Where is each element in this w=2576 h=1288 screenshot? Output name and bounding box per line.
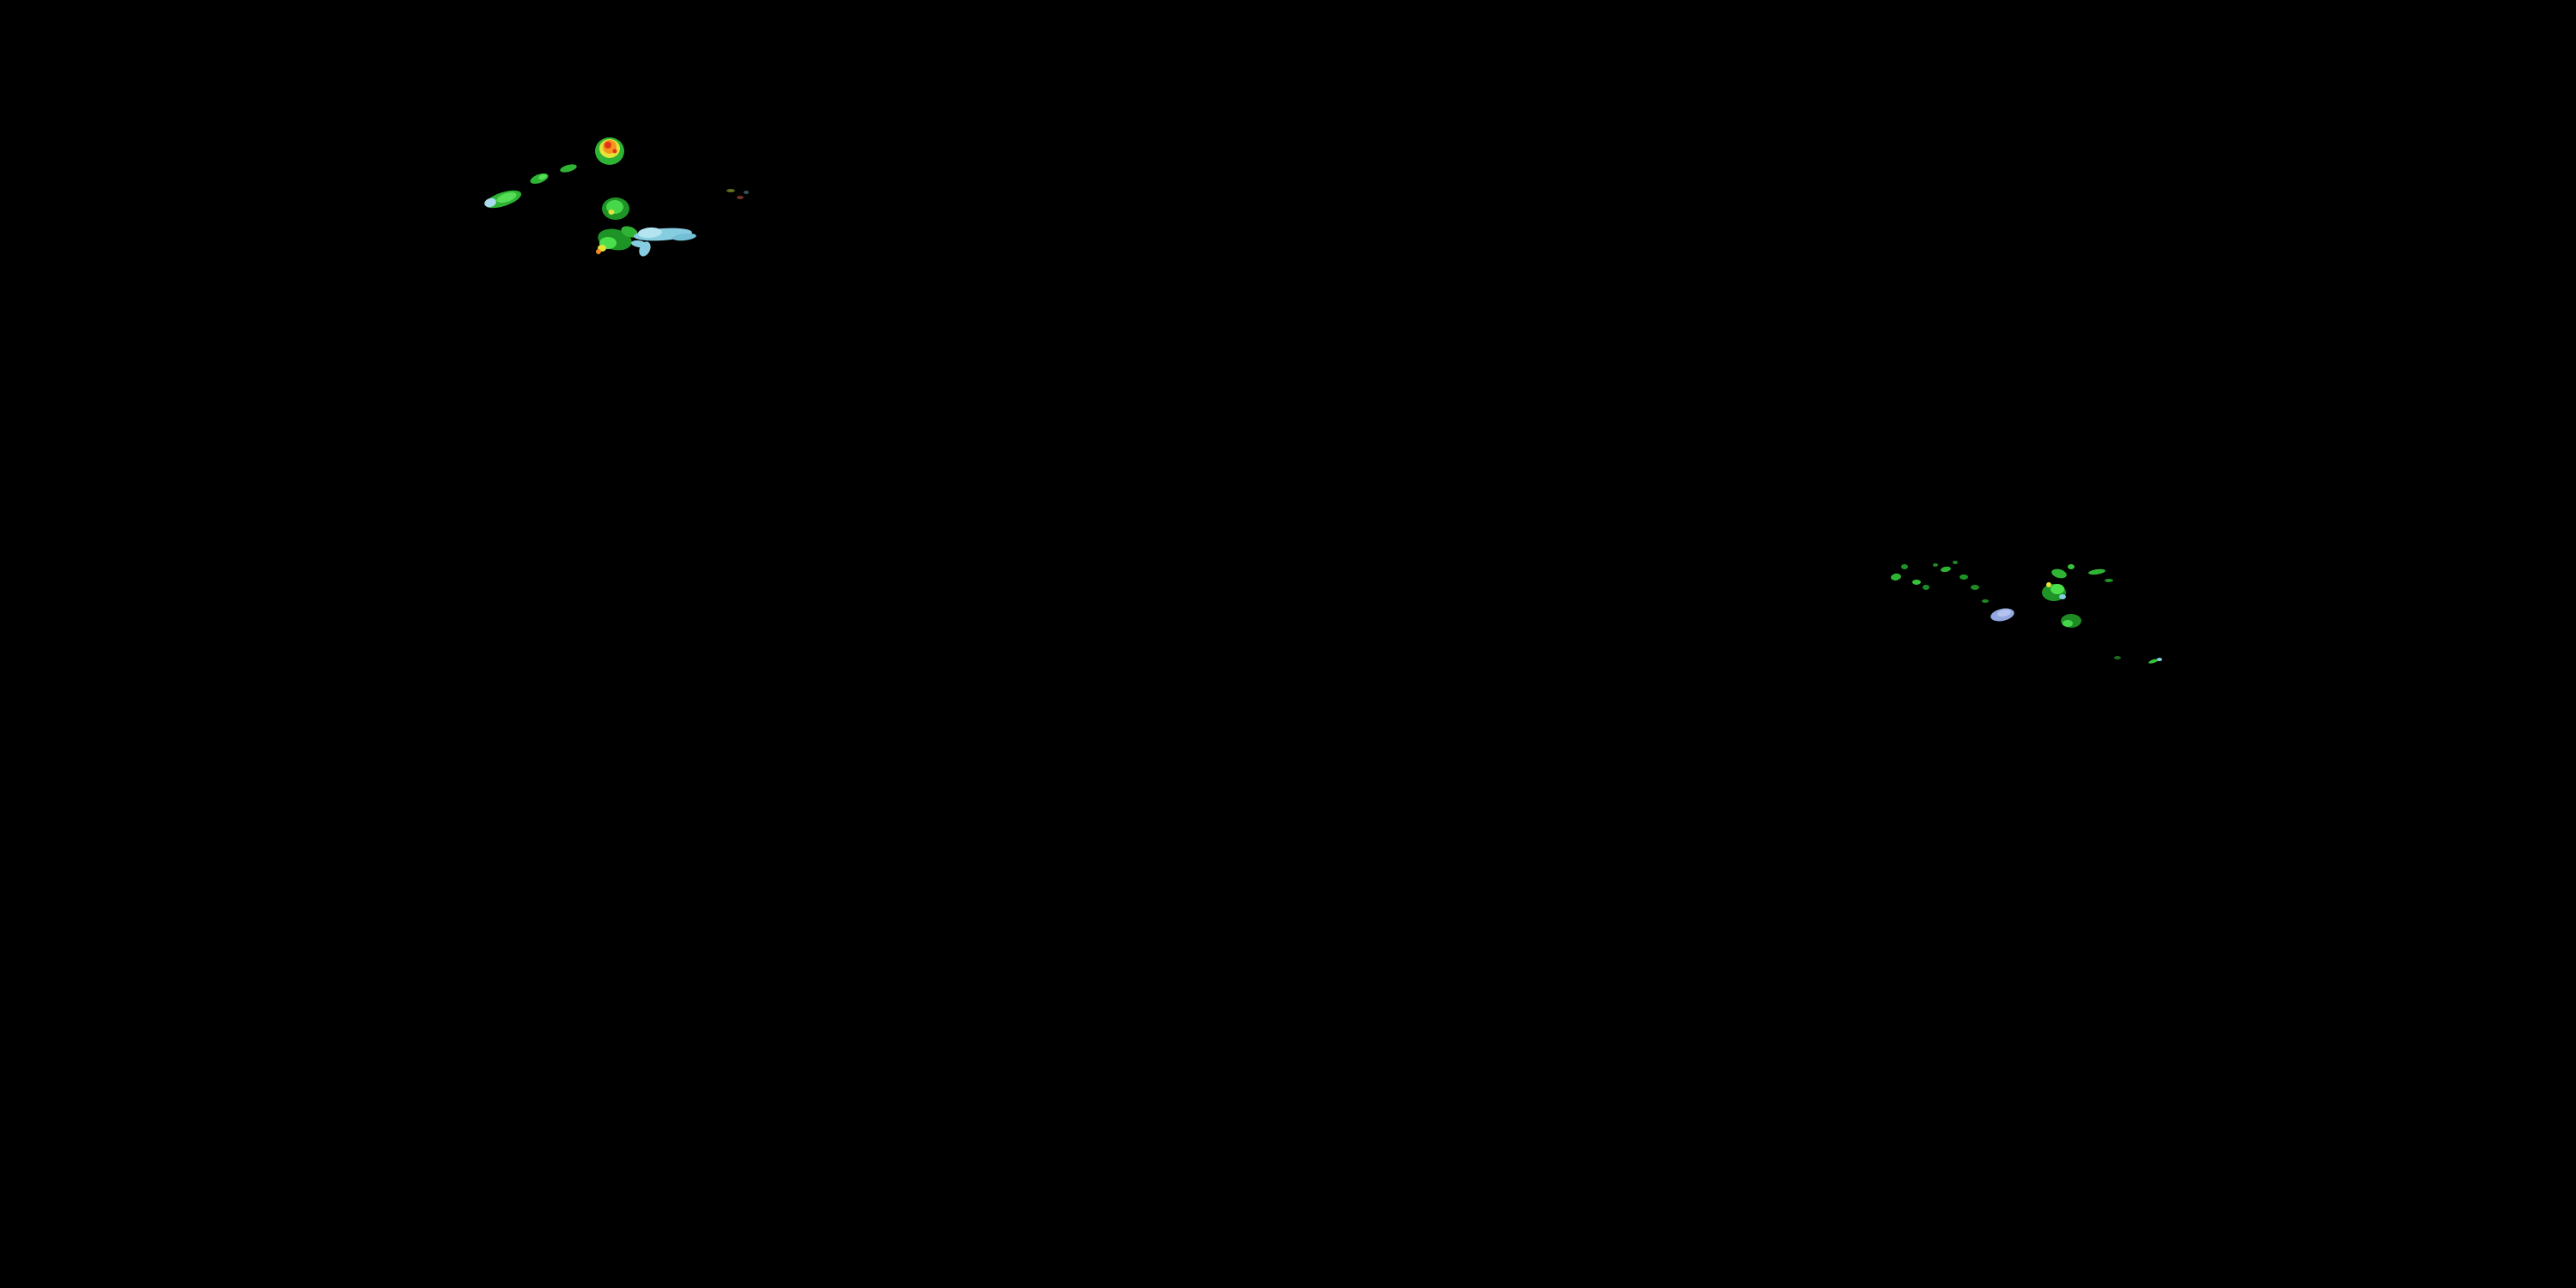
radar-echo — [2157, 658, 2162, 661]
radar-echo — [1959, 574, 1968, 580]
radar-echo — [2114, 656, 2121, 659]
radar-echo — [2063, 620, 2073, 627]
radar-echo — [560, 164, 577, 173]
radar-echo — [496, 191, 517, 204]
radar-echo — [1901, 564, 1908, 569]
radar-echo — [737, 196, 744, 199]
radar-echo — [638, 227, 662, 239]
radar-echo — [2051, 568, 2067, 579]
radar-echo — [1997, 609, 2011, 617]
radar-echo — [484, 197, 496, 208]
radar-echo — [1912, 580, 1921, 585]
radar-echo — [1941, 566, 1951, 573]
northwest-echo-cluster — [484, 137, 749, 257]
radar-echo — [2059, 594, 2066, 599]
radar-echo — [744, 191, 749, 194]
radar-echo — [621, 226, 638, 238]
radar-echo — [608, 210, 615, 215]
southeast-echo-cluster — [1891, 561, 2162, 664]
radar-echo — [2088, 568, 2105, 575]
radar-echo — [726, 189, 735, 192]
radar-echo — [1923, 585, 1929, 590]
radar-echo — [2050, 584, 2064, 594]
radar-echo — [1933, 563, 1938, 567]
radar-echo — [1971, 585, 1979, 590]
radar-echo — [631, 240, 647, 248]
radar-echo — [612, 149, 617, 154]
radar-echo — [1891, 573, 1901, 581]
radar-echo — [1953, 561, 1958, 564]
radar-echo — [605, 142, 611, 149]
radar-echo — [1982, 599, 1989, 603]
radar-echo — [2046, 582, 2051, 587]
radar-echo — [2148, 659, 2159, 664]
radar-echo — [538, 173, 547, 180]
radar-echo — [672, 233, 696, 241]
radar-echo — [596, 249, 601, 254]
radar-echo — [2105, 579, 2113, 582]
radar-echo — [2068, 564, 2075, 569]
